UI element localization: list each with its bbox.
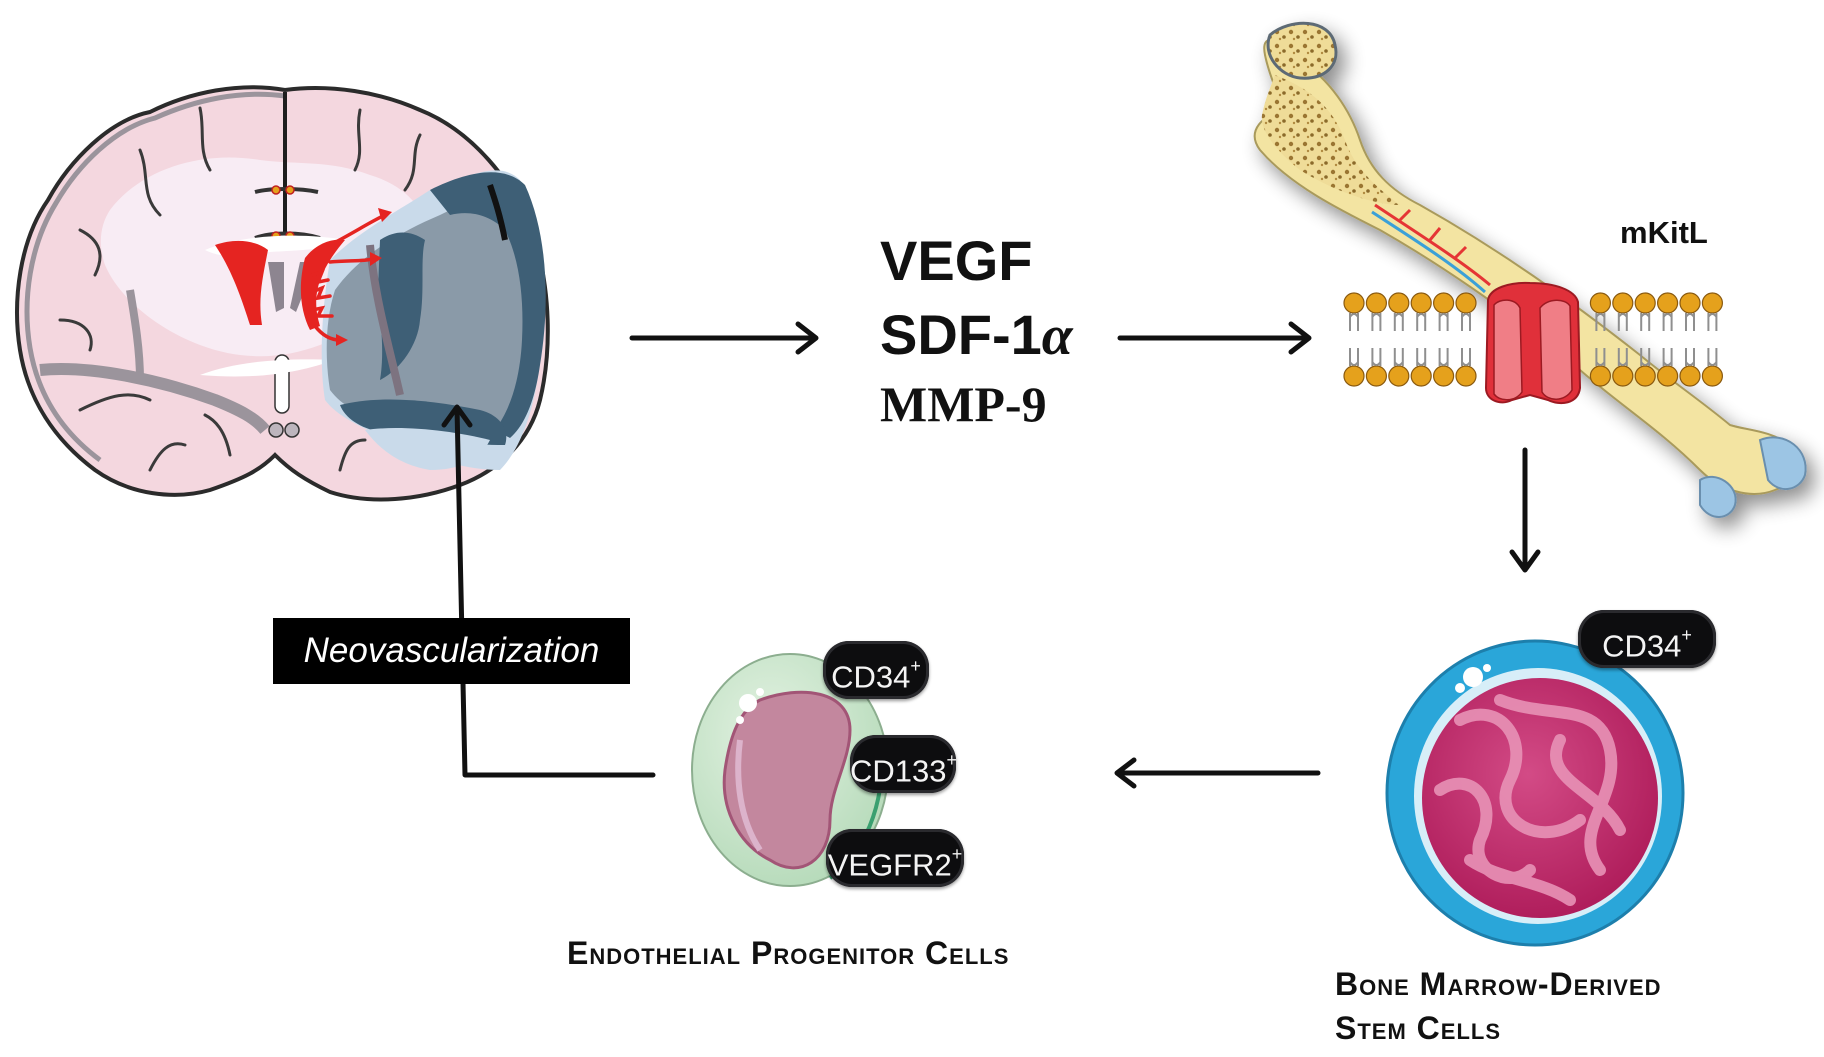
lipid-head [1701, 365, 1724, 387]
lipid-tail [1461, 348, 1471, 366]
lipid-head [1455, 365, 1477, 387]
lipid-tail [1617, 313, 1628, 331]
factor-vegf: VEGF [880, 229, 1033, 292]
endothelial-progenitor-cell [691, 653, 889, 887]
lipid-tail [1685, 348, 1695, 366]
neovascularization-label: Neovascularization [273, 618, 630, 684]
lipid-tail [1393, 313, 1404, 331]
lipid-head [1679, 292, 1701, 314]
epc-cd133-badge: CD133+ [850, 735, 958, 793]
epc-cd34-badge: CD34+ [823, 641, 929, 699]
lipid-tail [1416, 313, 1427, 331]
lipid-tail [1662, 313, 1673, 331]
epc-nucleus [722, 690, 852, 870]
lipid-tail [1707, 313, 1718, 331]
lipid-tail [1662, 348, 1673, 366]
lipid-head [1612, 292, 1634, 314]
lipid-head [1701, 292, 1724, 314]
badge-text: CD34 [1602, 628, 1682, 664]
lipid-tail [1461, 313, 1471, 331]
lipid-tail [1393, 348, 1404, 366]
factor-sdf-prefix: SDF-1 [880, 303, 1042, 366]
stem-cell-label-line2: Stem Cells [1335, 1010, 1502, 1046]
lipid-tail [1595, 348, 1606, 366]
lipid-tail [1438, 348, 1449, 366]
lipid-tail [1595, 313, 1606, 331]
lipid-head [1432, 365, 1455, 387]
arrow-brain-to-factors [629, 321, 819, 355]
mkitl-label: mKitL [1620, 215, 1708, 250]
greek-alpha: α [1041, 305, 1073, 367]
badge-sup: + [946, 750, 958, 770]
badge-text: VEGFR2 [827, 847, 952, 883]
mkitl-receptor [1484, 281, 1582, 405]
lipid-head [1432, 292, 1455, 314]
bone-head [1266, 21, 1338, 80]
arrow-stem-to-epc [1114, 757, 1321, 789]
chromatin [1434, 694, 1626, 906]
lipid-head [1365, 292, 1388, 314]
femur-bone [1253, 21, 1807, 518]
lipid-tail [1349, 313, 1359, 331]
lipid-head [1679, 365, 1701, 387]
arrow-epc-to-brain [441, 404, 656, 778]
lipid-head [1410, 292, 1432, 314]
cell-membrane [1343, 292, 1724, 387]
badge-sup: + [910, 656, 921, 676]
lipid-head [1343, 292, 1365, 314]
bone-shaft [1253, 39, 1802, 495]
lipid-head [1656, 365, 1679, 387]
lipid-tail [1640, 348, 1651, 366]
badge-sup: + [1681, 625, 1692, 645]
bone-cartilage-2 [1699, 475, 1737, 518]
bone-cartilage-1 [1758, 436, 1807, 490]
lipid-head [1589, 292, 1612, 314]
badge-sup: + [951, 844, 963, 864]
factor-sdf-1-alpha: SDF-1α [880, 302, 1073, 368]
lipid-head [1410, 365, 1432, 387]
epc-label: Endothelial Progenitor Cells [567, 935, 1010, 971]
lipid-tail [1416, 348, 1427, 366]
stem-cell-label-line1: Bone Marrow-Derived [1335, 966, 1662, 1002]
lipid-head [1388, 365, 1410, 387]
badge-text: CD133 [850, 753, 947, 789]
stem-cd34-badge: CD34+ [1578, 610, 1716, 668]
lipid-head [1365, 365, 1388, 387]
migration-arrows [215, 208, 392, 346]
lipid-head [1388, 292, 1410, 314]
bone-marrow-region [1261, 75, 1400, 205]
lipid-tail [1617, 348, 1628, 366]
lipid-tail [1371, 313, 1382, 331]
lipid-tail [1685, 313, 1695, 331]
lipid-head [1634, 365, 1656, 387]
lipid-head [1612, 365, 1634, 387]
epc-vegfr2-badge: VEGFR2+ [826, 829, 964, 887]
lipid-tail [1438, 313, 1449, 331]
lipid-tail [1349, 348, 1359, 366]
lipid-tail [1371, 348, 1382, 366]
flow-arrows [441, 321, 1541, 789]
lipid-head [1455, 292, 1477, 314]
bone-marrow-stem-cell [1385, 639, 1685, 947]
factor-mmp-9: MMP-9 [880, 376, 1047, 432]
arrow-factors-to-bone [1117, 321, 1312, 355]
lipid-head [1656, 292, 1679, 314]
bone-vessels [1371, 203, 1491, 294]
lipid-head [1589, 365, 1612, 387]
badge-text: CD34 [831, 659, 911, 695]
brain-coronal-section [15, 85, 550, 502]
lipid-tail [1707, 348, 1718, 366]
lipid-head [1634, 292, 1656, 314]
arrow-bone-to-stem-cell [1509, 447, 1541, 573]
lipid-tail [1640, 313, 1651, 331]
lipid-head [1343, 365, 1365, 387]
